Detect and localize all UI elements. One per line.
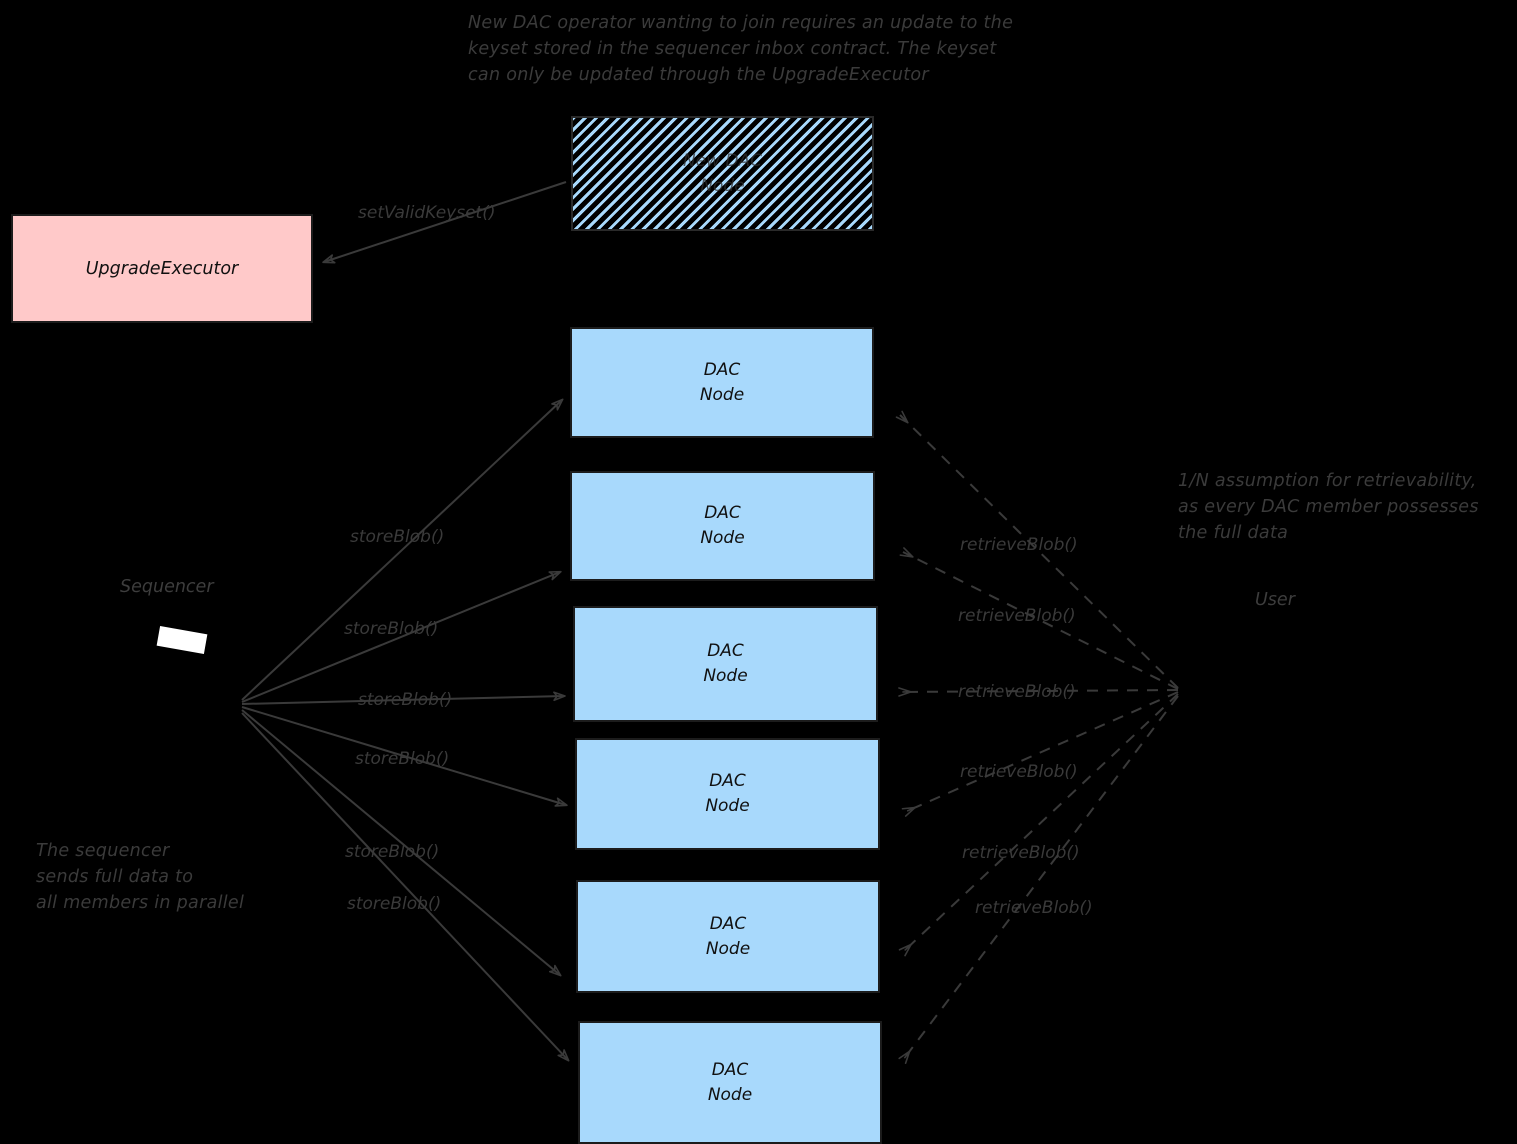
dac-node-label-2-line2: Node [700,528,745,548]
edge-label-store-blob-6: storeBlob() [347,894,442,914]
dac-node-box-6: DAC Node [578,1021,882,1144]
edge-label-retrieve-blob-3: retrieveBlob() [958,682,1076,702]
top-annotation-note: New DAC operator wanting to join require… [468,13,1014,85]
user-label: User [1255,590,1295,610]
dac-node-label-5-line1: DAC [709,913,747,934]
dac-node-box-3: DAC Node [573,606,878,722]
edge-label-retrieve-blob-2: retrieveBlob() [958,606,1076,626]
edge-label-set-valid-keyset: setValidKeyset() [358,203,496,223]
dac-node-label-3-line2: Node [703,666,748,686]
edge-label-retrieve-blob-6: retrieveBlob() [975,898,1093,918]
bottom-left-annotation-note: The sequencer sends full data to all mem… [36,841,245,913]
dac-node-box-5: DAC Node [576,880,880,993]
dac-node-label-6-line2: Node [707,1084,753,1105]
edge-label-store-blob-3: storeBlob() [358,690,453,710]
edge-label-store-blob-5: storeBlob() [345,842,440,862]
dac-node-box-2: DAC Node [570,471,875,581]
dac-node-label-6-line1: DAC [711,1059,749,1080]
dac-node-label-4-line1: DAC [709,771,746,791]
edge-label-store-blob-4: storeBlob() [355,749,450,769]
edge-label-retrieve-blob-1: retrieveBlob() [960,535,1078,555]
new-dac-node-box: New DAC Node [571,116,874,231]
new-dac-node-label-line2: Node [700,175,745,196]
edge-retrieve-blob-group [895,410,1179,1065]
dac-node-label-3-line1: DAC [707,641,744,661]
edge-label-store-blob-2: storeBlob() [344,619,439,639]
edge-store-blob-group [241,398,570,1062]
dac-node-label-2-line1: DAC [704,503,741,523]
new-dac-node-label-line1: New DAC [682,150,763,171]
sequencer-label: Sequencer [120,577,214,597]
edge-label-store-blob-1: storeBlob() [350,527,445,547]
upgrade-executor-box: UpgradeExecutor [11,214,313,323]
edge-label-retrieve-blob-5: retrieveBlob() [962,843,1080,863]
right-annotation-note: 1/N assumption for retrievability, as ev… [1178,471,1479,543]
dac-node-label-5-line2: Node [705,938,751,959]
sequencer-actor-icon [156,625,208,655]
dac-node-label-1-line2: Node [699,384,745,405]
dac-node-label-1-line1: DAC [703,359,741,380]
dac-node-label-4-line2: Node [705,796,750,816]
dac-node-box-4: DAC Node [575,738,880,850]
edge-label-retrieve-blob-4: retrieveBlob() [960,762,1078,782]
dac-node-box-1: DAC Node [570,327,874,438]
upgrade-executor-label: UpgradeExecutor [85,258,239,279]
